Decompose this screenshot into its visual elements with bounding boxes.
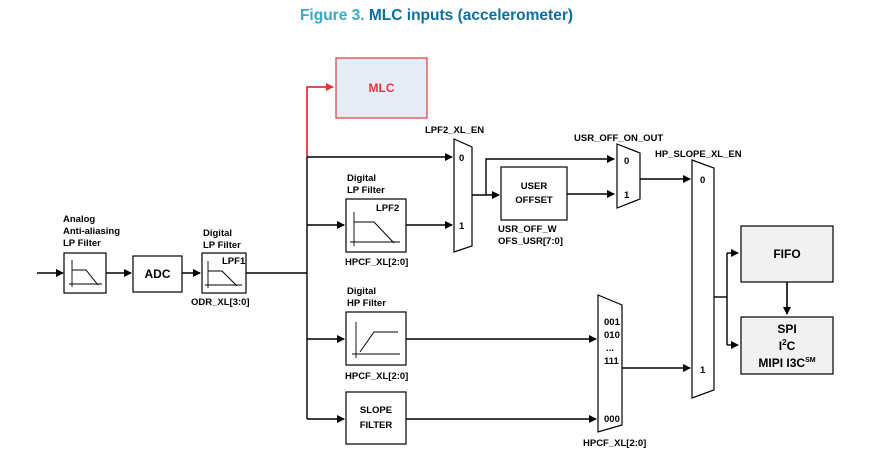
svg-text:Digital: Digital <box>347 286 376 297</box>
hp-slope-mux-label: HP_SLOPE_XL_EN <box>655 149 742 160</box>
svg-text:...: ... <box>606 343 614 354</box>
svg-text:LP Filter: LP Filter <box>203 240 241 251</box>
lpf2-block: LPF2 <box>345 198 407 253</box>
lowpass-response-icon <box>350 212 400 246</box>
adc-block: ADC <box>132 255 183 293</box>
svg-text:001: 001 <box>604 317 621 328</box>
svg-text:111: 111 <box>604 356 620 367</box>
lpf2-en-mux: 0 1 <box>453 138 473 253</box>
svg-text:FILTER: FILTER <box>360 420 393 431</box>
figure-title: Figure 3. MLC inputs (accelerometer) <box>0 7 873 25</box>
svg-text:LP Filter: LP Filter <box>63 238 101 249</box>
i2c-label: I2C <box>779 338 796 353</box>
fifo-block: FIFO <box>740 225 834 283</box>
mlc-connection <box>306 83 334 157</box>
svg-text:000: 000 <box>604 414 620 425</box>
spi-label: SPI <box>777 322 796 336</box>
lowpass-response-icon <box>69 260 102 287</box>
svg-text:OFFSET: OFFSET <box>515 195 553 206</box>
hpcf-mux: 001 010 ... 111 000 <box>597 294 623 433</box>
mlc-label: MLC <box>369 81 395 95</box>
hp-filter-block <box>345 311 407 366</box>
ofs-usr-label: OFS_USR[7:0] <box>498 236 563 247</box>
usr-off-on-out-mux: 0 1 <box>616 143 641 209</box>
svg-text:1: 1 <box>624 190 630 201</box>
usr-off-on-out-mux-label: USR_OFF_ON_OUT <box>574 133 663 144</box>
svg-text:SLOPE: SLOPE <box>360 405 392 416</box>
svg-text:USER: USER <box>521 181 548 192</box>
fifo-label: FIFO <box>773 247 800 261</box>
analog-filter-block <box>63 252 107 294</box>
lpf2-caption: Digital LP Filter <box>347 173 385 196</box>
lpf1-block: LPF1 <box>201 252 247 294</box>
hpcf-mux-label: HPCF_XL[2:0] <box>583 438 646 449</box>
svg-text:1: 1 <box>700 365 706 376</box>
svg-text:Analog: Analog <box>63 214 95 225</box>
slope-filter-block: SLOPE FILTER <box>345 391 407 445</box>
svg-text:0: 0 <box>624 156 629 167</box>
hpcf-label-hp: HPCF_XL[2:0] <box>345 371 408 382</box>
lowpass-response-icon <box>205 261 242 288</box>
hp-filter-caption: Digital HP Filter <box>347 286 386 309</box>
interface-block: SPI I2C MIPI I3CSM <box>740 316 834 375</box>
hpcf-label-lpf2: HPCF_XL[2:0] <box>345 257 408 268</box>
figure-caption: MLC inputs (accelerometer) <box>368 7 574 24</box>
user-offset-block: USER OFFSET <box>500 166 568 221</box>
svg-text:010: 010 <box>604 330 620 341</box>
svg-text:HP Filter: HP Filter <box>347 298 386 309</box>
svg-text:Digital: Digital <box>347 173 376 184</box>
lpf1-label: LPF1 <box>222 256 246 267</box>
lpf2-en-mux-label: LPF2_XL_EN <box>425 125 484 136</box>
hp-slope-mux: 0 1 <box>691 159 715 399</box>
analog-filter-caption: Analog Anti-aliasing LP Filter <box>63 214 120 249</box>
usr-off-w-label: USR_OFF_W <box>498 224 557 235</box>
adc-label: ADC <box>145 267 171 281</box>
svg-text:0: 0 <box>700 175 705 186</box>
svg-text:Digital: Digital <box>203 228 232 239</box>
svg-text:1: 1 <box>459 221 465 232</box>
lpf2-label: LPF2 <box>376 203 399 214</box>
mipi-i3c-label: MIPI I3CSM <box>758 356 815 370</box>
svg-text:0: 0 <box>459 153 464 164</box>
svg-text:Anti-aliasing: Anti-aliasing <box>63 226 120 237</box>
figure-number: Figure 3. <box>299 7 365 24</box>
lpf1-caption: Digital LP Filter <box>203 228 241 251</box>
mlc-block: MLC <box>335 57 428 119</box>
odr-label: ODR_XL[3:0] <box>191 297 250 308</box>
svg-text:LP Filter: LP Filter <box>347 185 385 196</box>
highpass-response-icon <box>352 322 400 358</box>
